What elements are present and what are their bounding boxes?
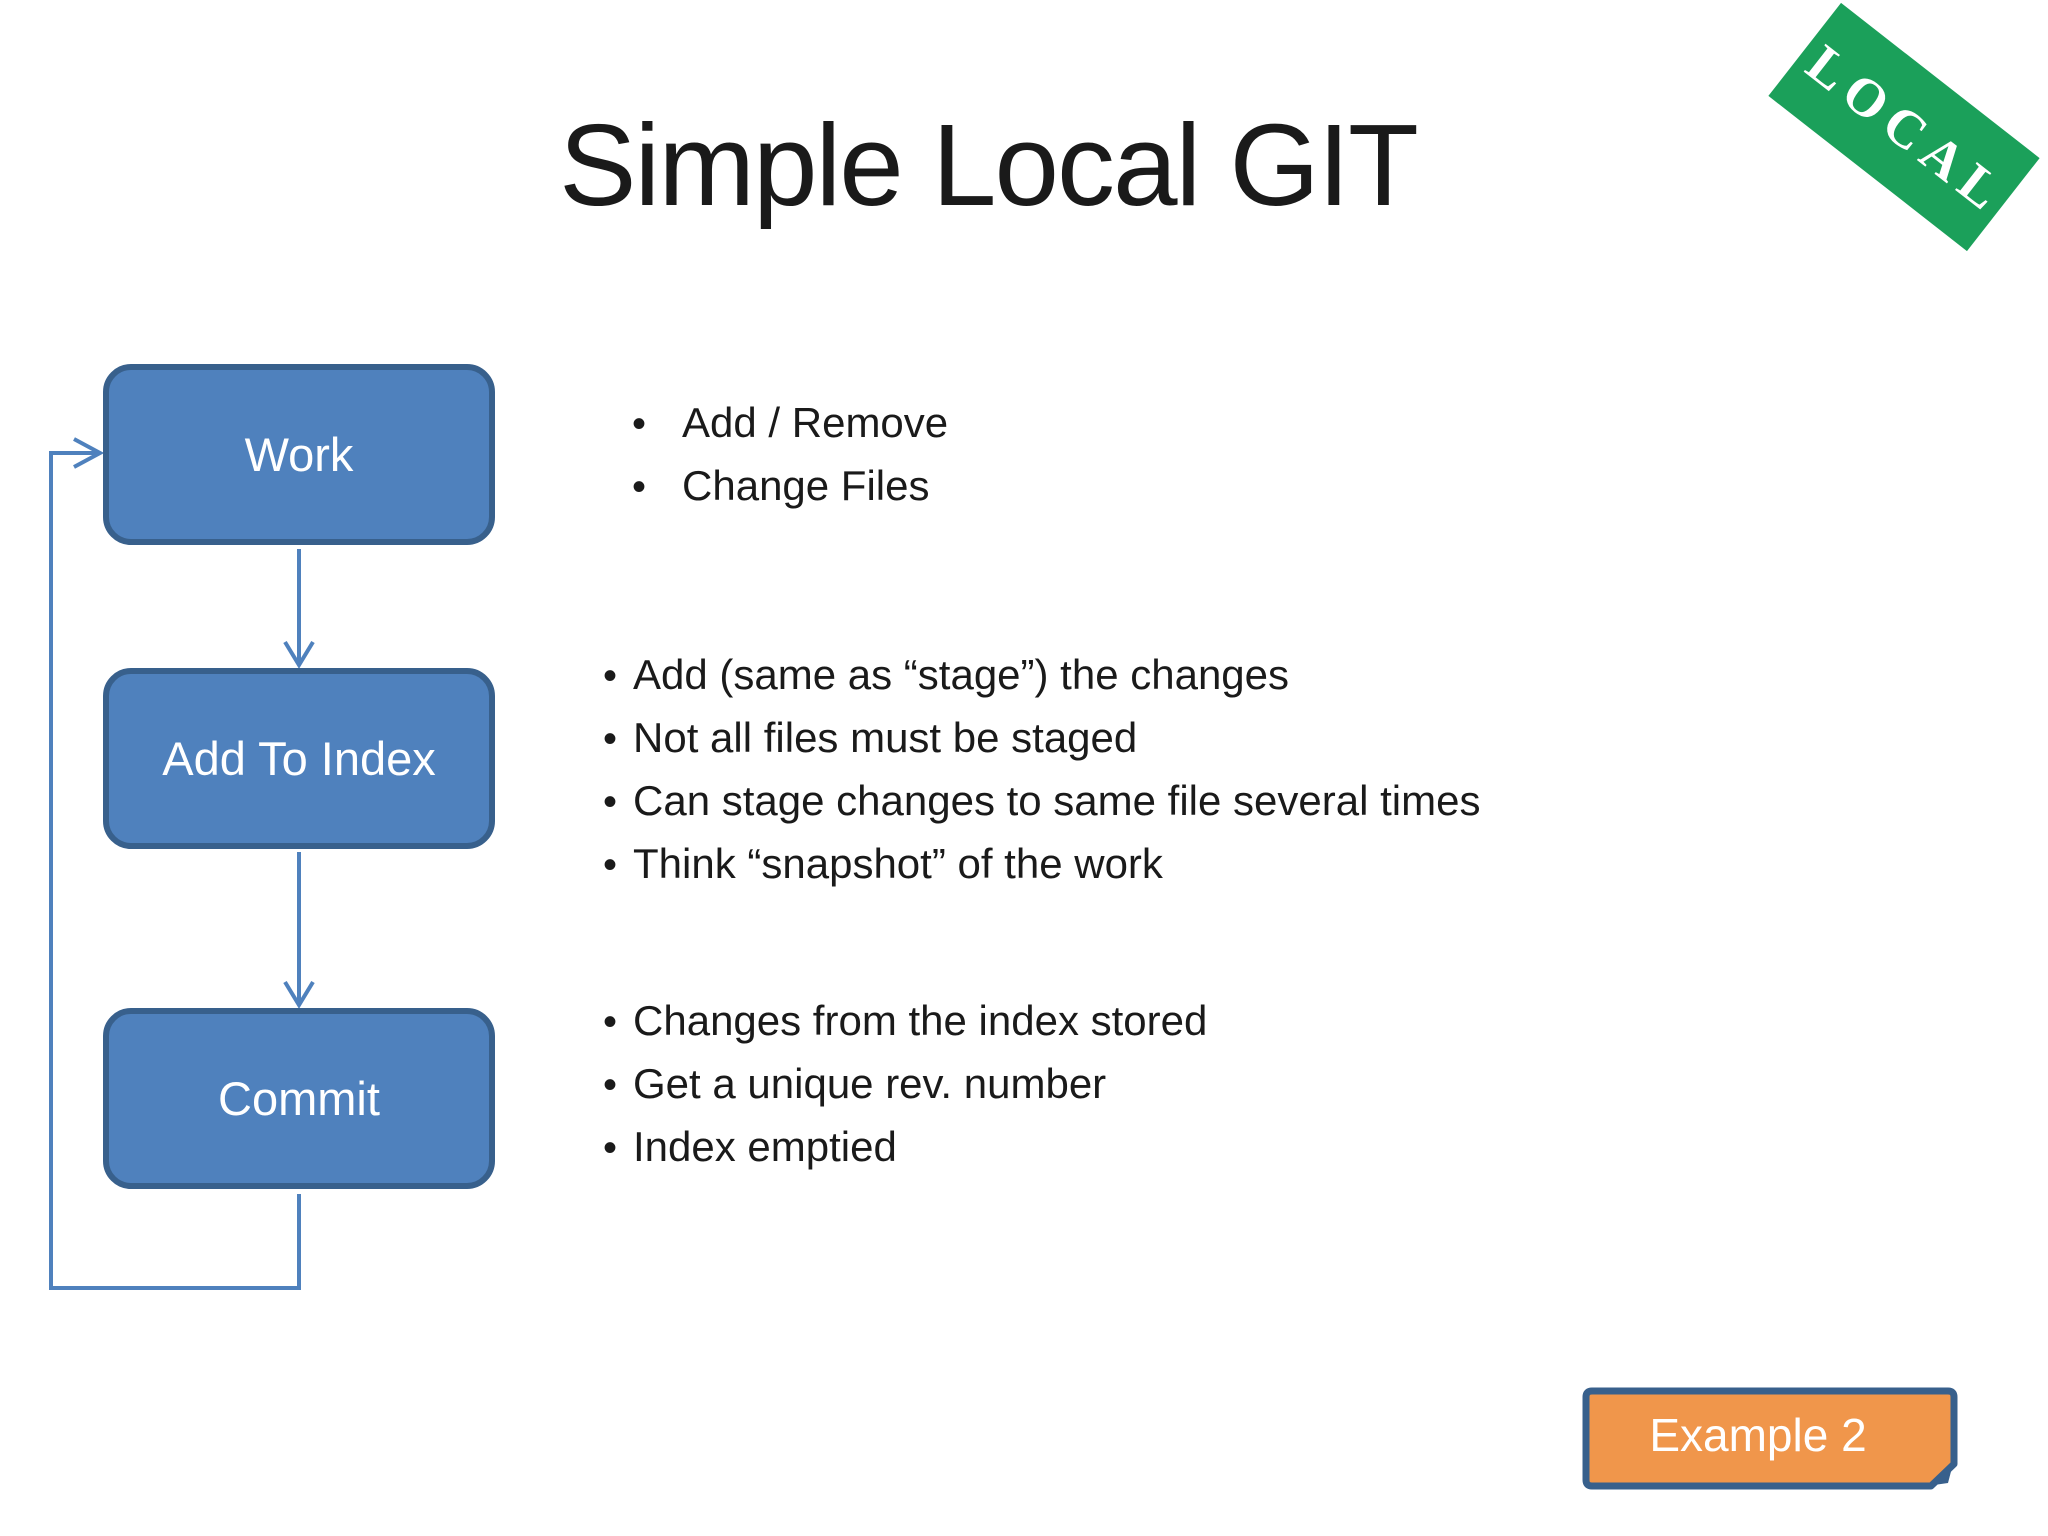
flow-node-work: Work	[103, 364, 495, 545]
flow-node-add-to-index: Add To Index	[103, 668, 495, 849]
list-item: • Add (same as “stage”) the changes	[603, 644, 1480, 707]
connector-addtoindex-to-commit	[283, 852, 315, 1009]
bullet-icon: •	[603, 1126, 618, 1170]
list-item: • Index emptied	[603, 1116, 1207, 1179]
notes-commit: • Changes from the index stored • Get a …	[603, 990, 1207, 1179]
note-text: Changes from the index stored	[633, 997, 1208, 1044]
bullet-icon: •	[603, 654, 618, 698]
connector-work-to-addtoindex	[283, 549, 315, 669]
flow-node-commit: Commit	[103, 1008, 495, 1189]
arrow-down-icon	[283, 640, 315, 669]
list-item: • Can stage changes to same file several…	[603, 770, 1480, 833]
note-text: Change Files	[682, 462, 930, 509]
flow-node-label: Add To Index	[162, 732, 436, 785]
note-text: Not all files must be staged	[633, 714, 1138, 761]
note-text: Add / Remove	[682, 399, 949, 446]
list-item: • Think “snapshot” of the work	[603, 833, 1480, 896]
example-button-shape	[1582, 1387, 1958, 1490]
folded-corner-icon	[1927, 1460, 1954, 1486]
note-text: Can stage changes to same file several t…	[633, 777, 1481, 824]
list-item: • Change Files	[632, 455, 948, 518]
bullet-icon: •	[603, 717, 618, 761]
note-text: Index emptied	[633, 1123, 897, 1170]
example-button-label: Example 2	[1649, 1409, 1867, 1461]
notes-add-to-index: • Add (same as “stage”) the changes • No…	[603, 644, 1480, 896]
notes-work: • Add / Remove • Change Files	[632, 392, 948, 518]
arrow-down-icon	[283, 980, 315, 1009]
note-text: Add (same as “stage”) the changes	[633, 651, 1290, 698]
arrow-right-icon	[73, 437, 105, 469]
bullet-icon: •	[603, 1000, 618, 1044]
page-title: Simple Local GIT	[559, 100, 1419, 230]
example-button[interactable]: Example 2	[1582, 1387, 1958, 1490]
bullet-icon: •	[603, 1063, 618, 1107]
list-item: • Not all files must be staged	[603, 707, 1480, 770]
list-item: • Get a unique rev. number	[603, 1053, 1207, 1116]
bullet-icon: •	[632, 402, 647, 446]
bullet-icon: •	[603, 843, 618, 887]
note-text: Get a unique rev. number	[633, 1060, 1107, 1107]
bullet-icon: •	[632, 465, 647, 509]
note-text: Think “snapshot” of the work	[633, 840, 1163, 887]
list-item: • Add / Remove	[632, 392, 948, 455]
bullet-icon: •	[603, 780, 618, 824]
list-item: • Changes from the index stored	[603, 990, 1207, 1053]
flow-node-label: Commit	[218, 1072, 380, 1125]
flow-node-label: Work	[244, 428, 354, 481]
